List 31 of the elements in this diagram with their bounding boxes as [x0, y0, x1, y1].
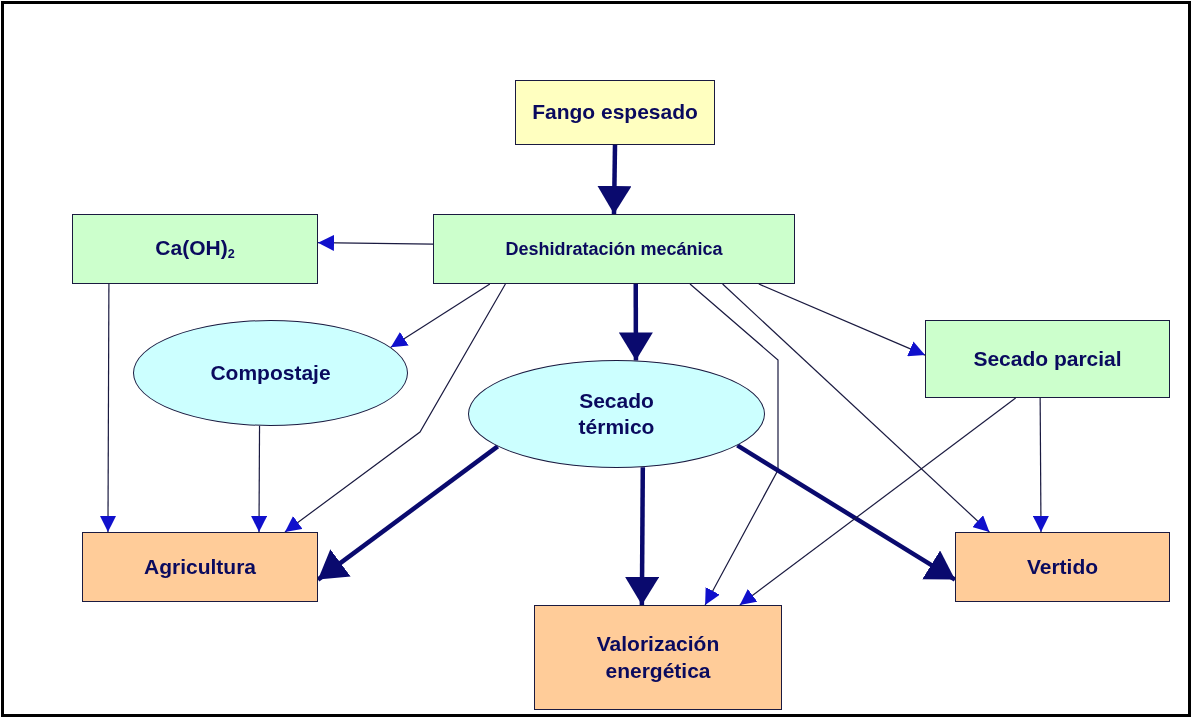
input-box	[515, 80, 715, 145]
process-box	[925, 320, 1170, 398]
arrow	[722, 283, 990, 533]
node-label: Vertido	[1026, 553, 1099, 580]
arrow	[316, 444, 500, 582]
arrow	[251, 425, 268, 533]
destination-box	[534, 605, 782, 710]
arrow	[689, 283, 779, 606]
node-label: Fango espesado	[532, 99, 698, 126]
process-box	[433, 214, 795, 284]
process-box	[72, 214, 318, 284]
node-label: Valorización energética	[595, 631, 721, 684]
arrow	[317, 234, 434, 251]
arrow	[100, 283, 116, 533]
node-label: Deshidratación mecánica	[505, 237, 723, 261]
arrow	[758, 283, 926, 357]
arrow	[390, 283, 491, 348]
arrow	[618, 284, 653, 361]
arrow	[736, 443, 957, 582]
arrow	[739, 397, 1017, 606]
arrow	[625, 467, 660, 605]
node-label: Secado térmico	[577, 387, 656, 440]
node-label: Secado parcial	[973, 345, 1122, 372]
node-label: Ca(OH)$_{2}$	[155, 235, 235, 263]
arrow	[284, 283, 506, 533]
arrow	[597, 144, 632, 215]
destination-box	[955, 532, 1170, 602]
arrow	[1032, 397, 1049, 533]
node-label: Agricultura	[144, 553, 256, 580]
destination-box	[82, 532, 318, 602]
node-label: Compostaje	[210, 359, 331, 386]
